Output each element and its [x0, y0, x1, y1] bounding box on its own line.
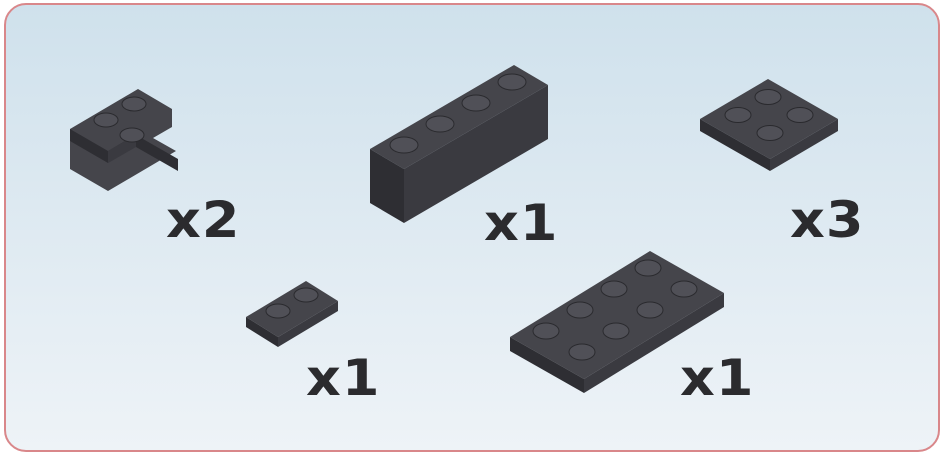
part-plate-1x2-image [244, 275, 344, 350]
studs [389, 73, 527, 154]
parts-list-panel: x2 x1 x3 [4, 3, 940, 452]
studs [93, 96, 147, 143]
quantity-label: x1 [484, 194, 559, 252]
quantity-label: x1 [680, 349, 755, 407]
part-brick-1x4-image [368, 57, 558, 227]
part-plate-2x4-image [506, 241, 731, 401]
studs [265, 287, 319, 319]
quantity-label: x2 [166, 191, 241, 249]
part-plate-2x2-image [696, 71, 846, 181]
quantity-label: x1 [306, 349, 381, 407]
studs [724, 89, 814, 141]
studs [532, 259, 698, 361]
part-corner-plate-image [68, 77, 188, 191]
quantity-label: x3 [790, 191, 865, 249]
